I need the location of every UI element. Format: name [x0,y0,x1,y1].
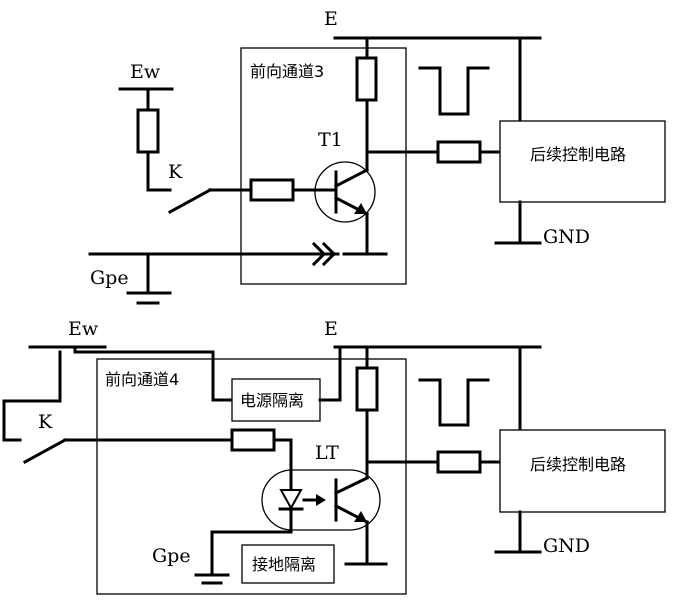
bottom-channel-box [96,358,407,595]
top-gnd-label: GND [543,226,590,248]
bottom-output-resistor [436,450,482,474]
top-circuit: 前向通道3 E 后续控制电路 GND T1 Ew [88,8,666,305]
top-control-label: 后续控制电路 [530,145,626,164]
bottom-ground-isolation-label: 接地隔离 [252,555,316,574]
top-switch-resistor [136,108,160,154]
bottom-circuit: 前向通道4 E Ew K 电源隔离 [2,318,666,595]
bottom-switch-label: K [38,411,53,433]
bottom-optocoupler-label: LT [315,442,339,464]
top-supply-label: E [324,8,338,30]
top-ground-label: Gpe [90,267,129,289]
top-control-box [499,120,666,203]
bottom-control-box [499,429,666,513]
bottom-switch-k [22,437,68,465]
bottom-led-diode [279,489,303,511]
top-collector-resistor [355,56,378,102]
bottom-input-resistor [230,428,276,452]
bottom-power-isolation-box [231,378,321,422]
bottom-switch-supply-label: Ew [68,318,99,340]
bottom-pulse-waveform [418,378,490,427]
top-channel-title: 前向通道3 [250,62,324,81]
top-output-resistor [436,140,482,164]
bottom-collector-resistor [355,366,379,412]
bottom-supply-label: E [324,318,338,340]
top-channel-box [240,47,407,285]
top-switch-label: K [168,161,183,183]
bottom-ground-isolation-box [241,544,335,584]
bottom-power-isolation-label: 电源隔离 [240,391,304,410]
bottom-optocoupler-lt [261,469,381,531]
bottom-ground-label: Gpe [152,545,191,567]
bottom-gnd-label: GND [543,535,590,557]
top-pulse-waveform [418,66,490,116]
top-transistor-label: T1 [318,129,343,151]
top-transistor-t1 [314,161,376,223]
bottom-control-label: 后续控制电路 [530,455,626,474]
top-switch-supply-label: Ew [130,61,161,83]
bottom-channel-title: 前向通道4 [105,370,179,389]
top-base-resistor [249,178,295,202]
top-switch-k [167,187,213,215]
